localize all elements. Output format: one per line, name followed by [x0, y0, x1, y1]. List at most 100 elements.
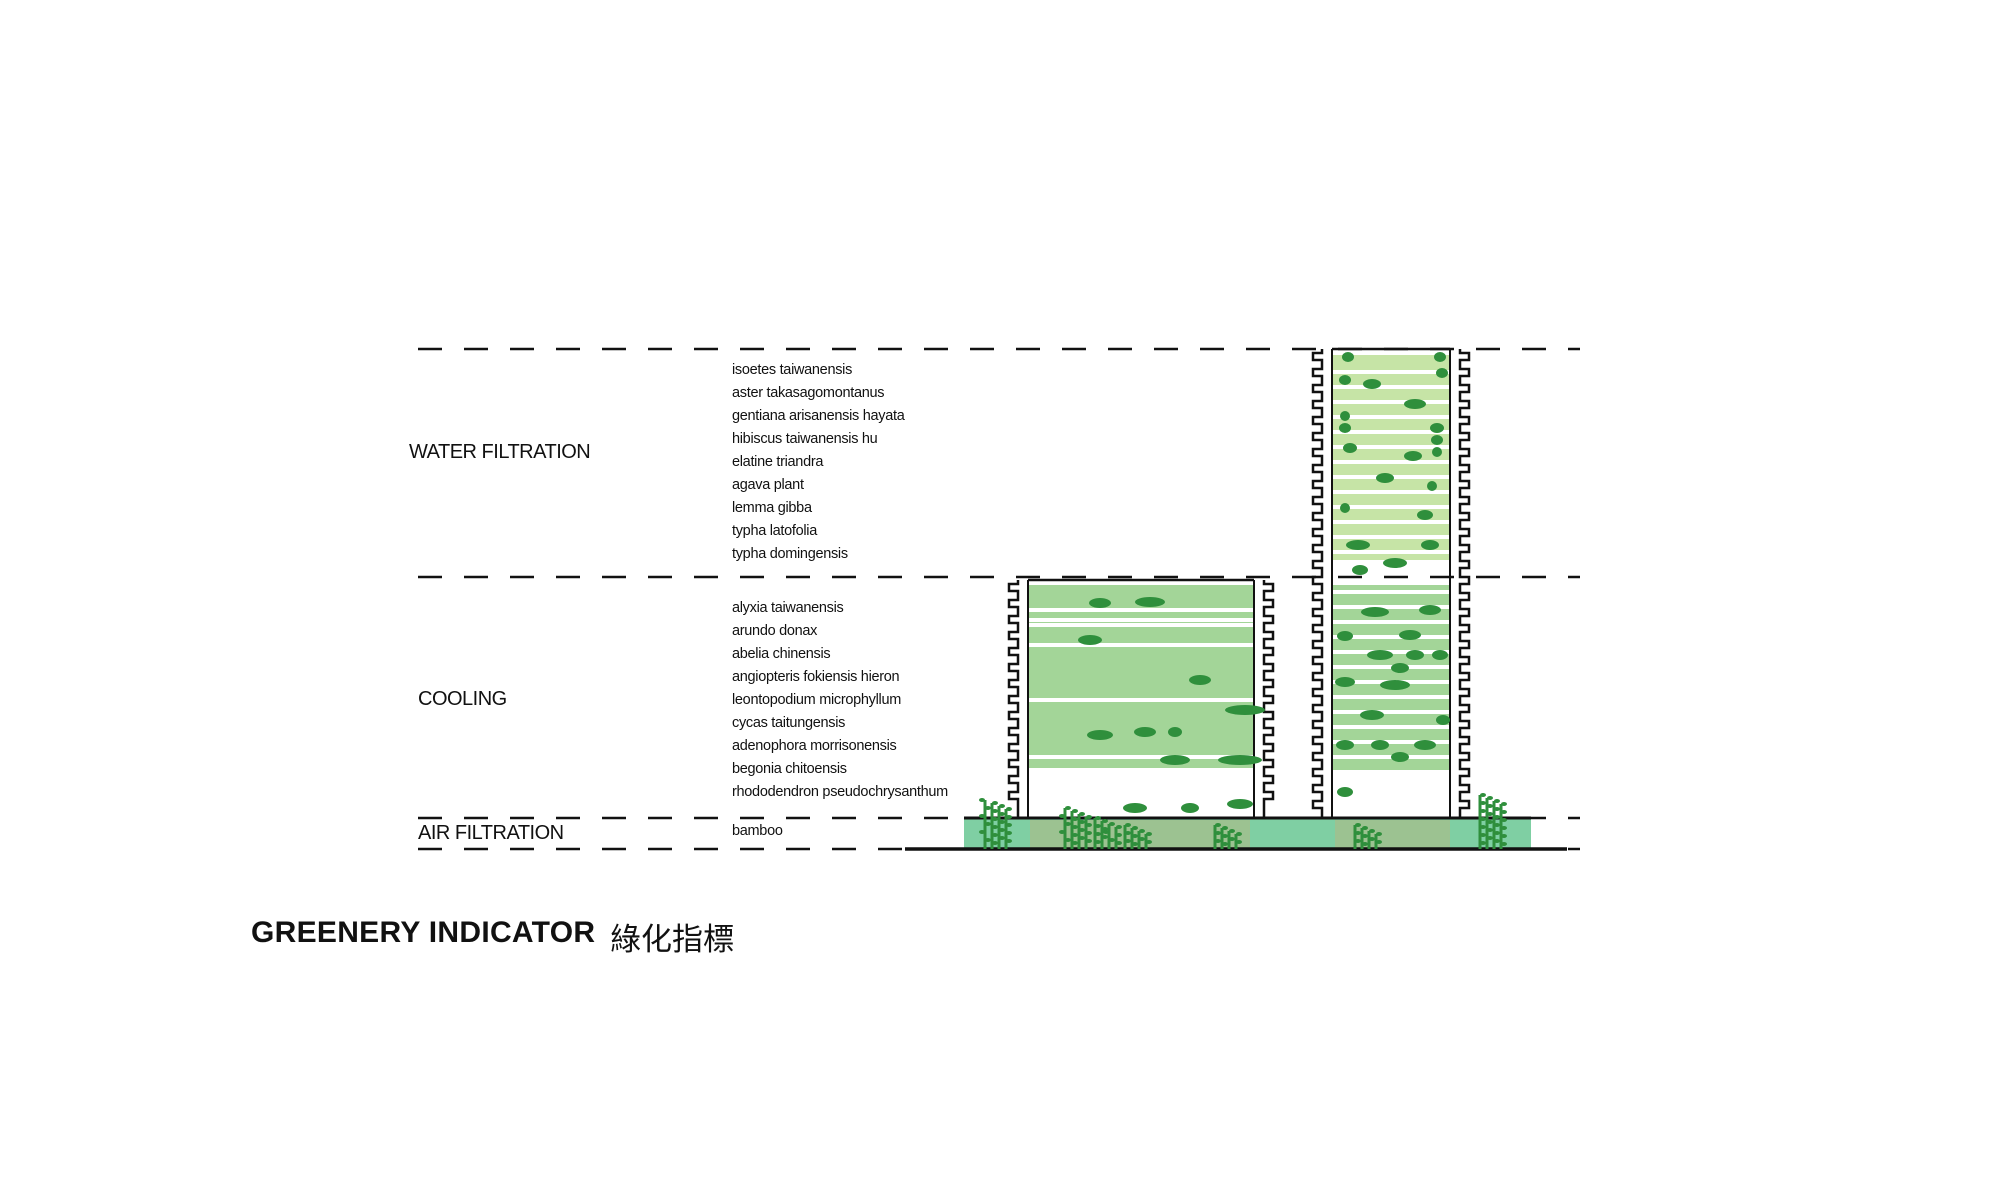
bamboo-leaf	[1146, 832, 1152, 836]
bamboo-leaf	[1501, 802, 1507, 806]
plant-name: abelia chinensis	[732, 646, 831, 662]
bamboo-leaf	[1006, 831, 1012, 835]
bamboo-leaf	[1236, 840, 1242, 844]
shrub	[1343, 443, 1357, 453]
shrub	[1336, 740, 1354, 750]
bamboo-leaf	[1222, 826, 1228, 830]
podium-ground-level	[905, 816, 1567, 851]
plant-name: cycas taitungensis	[732, 715, 846, 731]
bamboo-leaf	[1222, 834, 1228, 838]
shrub	[1337, 631, 1353, 641]
shrub	[1380, 680, 1410, 690]
shrub	[1404, 451, 1422, 461]
diagram-title-chinese: 綠化指標	[610, 922, 734, 958]
shrub	[1089, 598, 1111, 608]
bamboo-leaf	[1079, 812, 1085, 816]
bamboo-leaf	[1229, 837, 1235, 841]
shrub	[1406, 650, 1424, 660]
shrub	[1427, 481, 1437, 491]
plant-name: rhododendron pseudochrysanthum	[732, 784, 948, 800]
bamboo-leaf	[1095, 816, 1101, 820]
shrub	[1376, 473, 1394, 483]
zone-label-air-filtration: AIR FILTRATION	[418, 822, 564, 844]
shrub	[1371, 740, 1389, 750]
facade-edge-right	[1458, 349, 1471, 818]
bamboo-leaf	[1059, 814, 1065, 818]
bamboo-leaf	[1480, 825, 1486, 829]
bamboo-leaf	[985, 838, 991, 842]
shrub	[1346, 540, 1370, 550]
shrub	[1436, 715, 1450, 725]
bamboo-leaf	[1229, 829, 1235, 833]
plant-name: agava plant	[732, 477, 804, 493]
bamboo-leaf	[1494, 839, 1500, 843]
bamboo-leaf	[1487, 796, 1493, 800]
planted-facade-lower	[1332, 585, 1450, 770]
cooling-plant-list: alyxia taiwanensis arundo donax abelia c…	[732, 597, 948, 804]
shrub	[1342, 352, 1354, 362]
bamboo-leaf	[1355, 839, 1361, 843]
shrub	[1391, 752, 1409, 762]
bamboo-leaf	[1501, 834, 1507, 838]
bamboo-leaf	[999, 812, 1005, 816]
shrub	[1363, 379, 1381, 389]
facade-edge-left	[1311, 349, 1324, 818]
bamboo-leaf	[1072, 809, 1078, 813]
diagram-title: GREENERY INDICATOR	[251, 916, 596, 949]
bamboo-leaf	[1139, 829, 1145, 833]
plant-name: hibiscus taiwanensis hu	[732, 431, 878, 447]
bamboo-leaf	[1236, 832, 1242, 836]
bamboo-leaf	[1362, 826, 1368, 830]
bamboo-leaf	[1146, 840, 1152, 844]
shrub	[1352, 565, 1368, 575]
bamboo-leaf	[1215, 831, 1221, 835]
bamboo-leaf	[1362, 834, 1368, 838]
bamboo-leaf	[1215, 839, 1221, 843]
plant-name: typha domingensis	[732, 546, 848, 562]
plant-name: alyxia taiwanensis	[732, 600, 844, 616]
bamboo-leaf	[1079, 828, 1085, 832]
plant-name: isoetes taiwanensis	[732, 362, 853, 378]
plant-name: bamboo	[732, 823, 783, 839]
bamboo-leaf	[1102, 819, 1108, 823]
bamboo-leaf	[1487, 812, 1493, 816]
shrub	[1225, 705, 1265, 715]
water-filtration-plant-list: isoetes taiwanensis aster takasagomontan…	[732, 359, 905, 566]
bamboo-leaf	[1494, 799, 1500, 803]
plant-name: adenophora morrisonensis	[732, 738, 897, 754]
bamboo-leaf	[1072, 833, 1078, 837]
plant-name: leontopodium microphyllum	[732, 692, 901, 708]
bamboo-leaf	[979, 830, 985, 834]
shrub	[1337, 787, 1353, 797]
bamboo-leaf	[1487, 836, 1493, 840]
bamboo-leaf	[1109, 822, 1115, 826]
bamboo-leaf	[1006, 807, 1012, 811]
shrub	[1078, 635, 1102, 645]
shrub	[1087, 730, 1113, 740]
shrub	[1123, 803, 1147, 813]
shrub	[1227, 799, 1253, 809]
bamboo-leaf	[1480, 793, 1486, 797]
bamboo-leaf	[979, 798, 985, 802]
bamboo-leaf	[1355, 831, 1361, 835]
bamboo-leaf	[992, 801, 998, 805]
bamboo-leaf	[1501, 842, 1507, 846]
bamboo-leaf	[1065, 806, 1071, 810]
shrub	[1339, 375, 1351, 385]
shrub	[1431, 435, 1443, 445]
shrub	[1134, 727, 1156, 737]
bamboo-leaf	[992, 841, 998, 845]
low-tower	[1007, 578, 1275, 818]
bamboo-leaf	[1125, 831, 1131, 835]
bamboo-leaf	[992, 817, 998, 821]
shrub	[1339, 423, 1351, 433]
bamboo-leaf	[1072, 817, 1078, 821]
shrub	[1340, 503, 1350, 513]
plant-name: gentiana arisanensis hayata	[732, 408, 905, 424]
bamboo-leaf	[1132, 834, 1138, 838]
bamboo-leaf	[1103, 830, 1109, 834]
shrub	[1367, 650, 1393, 660]
bamboo-leaf	[1480, 833, 1486, 837]
bamboo-leaf	[1059, 830, 1065, 834]
bamboo-leaf	[1480, 801, 1486, 805]
